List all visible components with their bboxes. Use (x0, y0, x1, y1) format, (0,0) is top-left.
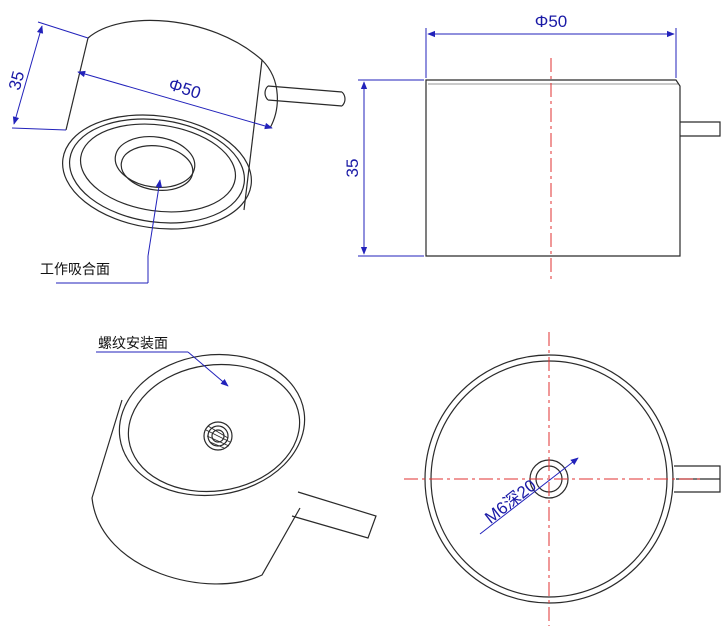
front-dimensions (358, 28, 677, 257)
iso-cable (264, 85, 346, 107)
iso-view-mounting-face (91, 353, 377, 585)
working-face-label: 工作吸合面 (40, 262, 110, 278)
iso-view-working-face (62, 19, 346, 230)
mounting-face-leader (96, 351, 229, 387)
iso-center-pole-outer (114, 136, 196, 188)
iso-height-label: 35 (5, 69, 28, 92)
front-elevation (425, 79, 721, 257)
iso-front-face-rim (68, 118, 246, 224)
iso-dimensions (11, 21, 273, 284)
front-body (425, 79, 681, 257)
iso-front-face-outer (62, 114, 252, 230)
iso-bottom-body (91, 399, 301, 585)
front-cable (680, 121, 721, 137)
iso-center-pole-inner (120, 145, 194, 191)
thread-hole-mid (207, 425, 229, 447)
thread-label: M6深20 (481, 476, 540, 528)
iso-front-face-inner-rim (79, 123, 237, 213)
iso-left-silhouette (65, 37, 89, 131)
mounting-face-label: 螺纹安装面 (98, 336, 168, 352)
iso-bottom-cable (291, 491, 377, 539)
thread-hatch (205, 425, 231, 449)
iso-right-silhouette (243, 59, 263, 211)
thread-hole-outer (203, 421, 233, 451)
end-view-centerlines (404, 332, 700, 626)
iso-top-back-edge (87, 19, 278, 129)
thread-leader (479, 457, 579, 535)
iso-top-face-outer (118, 353, 306, 497)
front-diameter-label: Φ50 (535, 12, 567, 31)
iso-top-face-chamfer (127, 363, 301, 493)
front-height-label: 35 (343, 159, 362, 178)
